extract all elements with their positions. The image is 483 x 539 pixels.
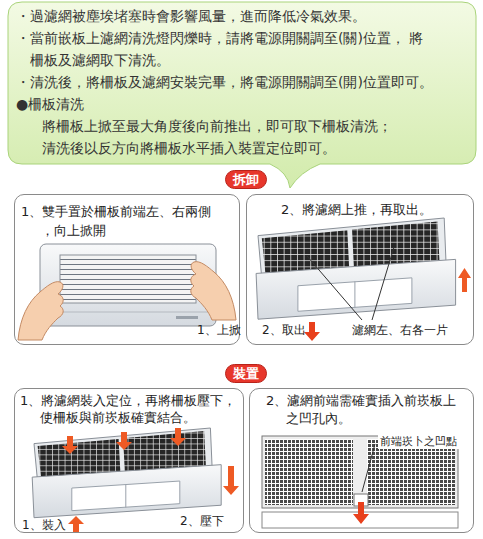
callout-label: 2、壓下 bbox=[180, 514, 224, 529]
take-out-arrow bbox=[304, 322, 320, 341]
step-box: 1、將濾網裝入定位，再將柵板壓下， 使柵板與前崁板確實結合。 bbox=[14, 388, 244, 533]
right-hand bbox=[191, 262, 236, 320]
press-down-arrow bbox=[223, 466, 239, 495]
section-tag: 拆卸 bbox=[225, 170, 267, 189]
aircon-unit bbox=[32, 428, 221, 518]
step-text: 1、雙手置於柵板前端左、右兩側 ，向上掀開 bbox=[21, 202, 217, 240]
leader-line bbox=[362, 444, 375, 492]
note-text: ●柵板清洗 bbox=[16, 93, 468, 115]
step-text: 2、濾網前端需確實插入前崁板上 之凹孔內。 bbox=[266, 392, 462, 428]
step-box: 1、雙手置於柵板前端左、右兩側 ，向上掀開 bbox=[14, 194, 240, 345]
section-title: 拆卸 bbox=[226, 171, 266, 188]
grille-panel bbox=[60, 255, 196, 303]
step-box: 2、將濾網上推，再取出。 bbox=[246, 194, 474, 345]
callout-label: 1、上掀 bbox=[197, 323, 241, 338]
section-tag: 裝置 bbox=[225, 364, 267, 383]
unit-seam bbox=[46, 312, 210, 313]
push-up-arrow bbox=[458, 268, 471, 292]
section-title: 裝置 bbox=[226, 365, 266, 382]
speech-bubble: ・過濾網被塵埃堵塞時會影響風量，進而降低冷氣效果。・當前嵌板上濾網清洗燈閃爍時，… bbox=[8, 2, 476, 164]
note-text: ・當前嵌板上濾網清洗燈閃爍時，請將電源開關調至(關)位置， 將柵板及濾網取下清洗… bbox=[16, 27, 426, 71]
insert-arrow bbox=[68, 516, 84, 532]
filter-left bbox=[265, 439, 353, 505]
callout-label: 濾網左、右各一片 bbox=[352, 323, 448, 338]
aircon-unit bbox=[256, 218, 456, 319]
press-arrow bbox=[170, 428, 186, 446]
bubble-shape bbox=[8, 2, 476, 188]
step-box: 2、濾網前端需確實插入前崁板上 之凹孔內。 bbox=[249, 388, 474, 533]
note-text: ・清洗後，將柵板及濾網安裝完畢，將電源開關調至(開)位置即可。 bbox=[16, 71, 468, 93]
callout-label: 2、取出 bbox=[262, 323, 306, 338]
press-arrow bbox=[116, 432, 132, 450]
insert-arrow bbox=[353, 502, 369, 524]
callout-label: 前端崁卜之凹點 bbox=[378, 434, 459, 449]
callout-label: 1、裝入 bbox=[22, 518, 66, 533]
step-text: 1、將濾網裝入定位，再將柵板壓下， 使柵板與前崁板確實結合。 bbox=[20, 392, 240, 426]
note-text: 將柵板上掀至最大角度後向前推出，即可取下柵板清洗； 清洗後以反方向將柵板水平插入… bbox=[42, 115, 400, 159]
leader-line bbox=[307, 256, 362, 320]
step-text: 2、將濾網上推，再取出。 bbox=[281, 201, 432, 219]
press-arrow bbox=[62, 436, 78, 454]
note-text: ・過濾網被塵埃堵塞時會影響風量，進而降低冷氣效果。 bbox=[16, 5, 468, 27]
left-hand bbox=[18, 282, 63, 340]
aircon-unit bbox=[40, 244, 216, 326]
unit-logo bbox=[176, 316, 198, 319]
leader-line bbox=[372, 247, 394, 320]
